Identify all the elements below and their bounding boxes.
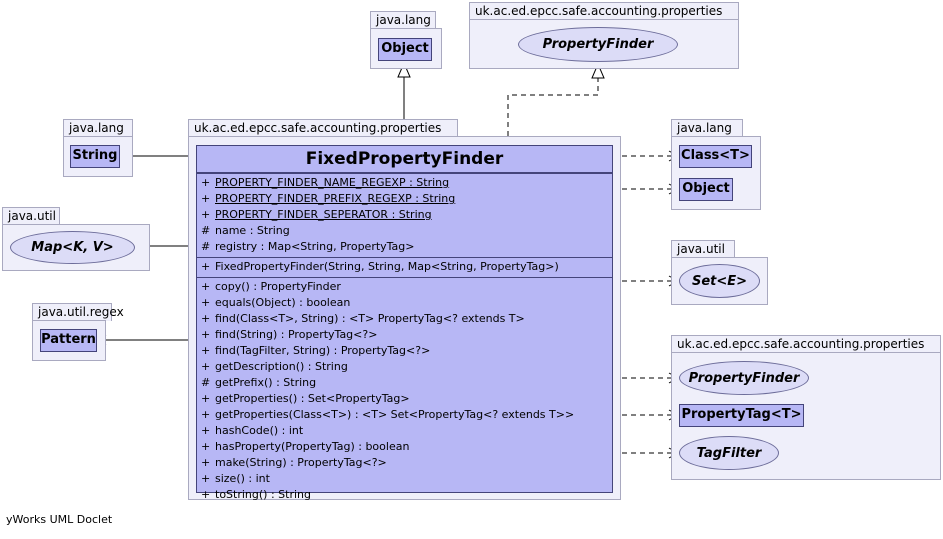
- package-java-lang-left-tab: java.lang: [63, 119, 133, 137]
- visibility-marker: +: [201, 260, 211, 273]
- method-row-signature: copy() : PropertyFinder: [215, 280, 341, 293]
- method-row-signature: getProperties() : Set<PropertyTag>: [215, 392, 410, 405]
- method-row-signature: hashCode() : int: [215, 424, 304, 437]
- visibility-marker: +: [201, 312, 211, 325]
- method-row-signature: make(String) : PropertyTag<?>: [215, 456, 387, 469]
- class-pattern[interactable]: Pattern: [40, 329, 97, 352]
- implements-arrowhead: [591, 62, 605, 79]
- visibility-marker: +: [201, 408, 211, 421]
- class-object-top[interactable]: Object: [378, 38, 432, 61]
- constructors-section: + FixedPropertyFinder(String, String, Map…: [197, 258, 612, 278]
- visibility-marker: +: [201, 488, 211, 501]
- method-row[interactable]: + copy() : PropertyFinder: [197, 279, 612, 295]
- method-row-signature: size() : int: [215, 472, 270, 485]
- field-row[interactable]: # name : String: [197, 223, 612, 239]
- package-properties-main-tab: uk.ac.ed.epcc.safe.accounting.properties: [188, 119, 458, 137]
- method-row[interactable]: # getPrefix() : String: [197, 375, 612, 391]
- visibility-marker: +: [201, 360, 211, 373]
- visibility-marker: #: [201, 240, 211, 253]
- method-row-signature: hasProperty(PropertyTag) : boolean: [215, 440, 410, 453]
- extends-arrowhead: [397, 61, 411, 78]
- class-string[interactable]: String: [70, 145, 120, 168]
- field-row[interactable]: + PROPERTY_FINDER_NAME_REGEXP : String: [197, 175, 612, 191]
- visibility-marker: +: [201, 208, 211, 221]
- package-java-lang-top-tab: java.lang: [370, 11, 436, 29]
- method-row-signature: toString() : String: [215, 488, 311, 501]
- field-row[interactable]: + PROPERTY_FINDER_PREFIX_REGEXP : String: [197, 191, 612, 207]
- visibility-marker: #: [201, 376, 211, 389]
- interface-propertyfinder-bottom[interactable]: PropertyFinder: [679, 361, 809, 395]
- interface-tagfilter[interactable]: TagFilter: [679, 436, 779, 470]
- visibility-marker: +: [201, 280, 211, 293]
- visibility-marker: +: [201, 392, 211, 405]
- constructor-row[interactable]: + FixedPropertyFinder(String, String, Map…: [197, 259, 612, 275]
- visibility-marker: +: [201, 176, 211, 189]
- method-row-signature: find(Class<T>, String) : <T> PropertyTag…: [215, 312, 525, 325]
- method-row[interactable]: + find(Class<T>, String) : <T> PropertyTa…: [197, 311, 612, 327]
- visibility-marker: #: [201, 224, 211, 237]
- field-row[interactable]: + PROPERTY_FINDER_SEPERATOR : String: [197, 207, 612, 223]
- interface-propertyfinder-top[interactable]: PropertyFinder: [518, 27, 678, 62]
- package-properties-bottom-tab: uk.ac.ed.epcc.safe.accounting.properties: [671, 335, 941, 353]
- fields-section: + PROPERTY_FINDER_NAME_REGEXP : String + PR…: [197, 174, 612, 258]
- method-row[interactable]: + hasProperty(PropertyTag) : boolean: [197, 439, 612, 455]
- constructor-row-signature: FixedPropertyFinder(String, String, Map<…: [215, 260, 559, 273]
- method-row[interactable]: + toString() : String: [197, 487, 612, 503]
- method-row-signature: find(String) : PropertyTag<?>: [215, 328, 378, 341]
- visibility-marker: +: [201, 424, 211, 437]
- field-row-signature: PROPERTY_FINDER_PREFIX_REGEXP : String: [215, 192, 456, 205]
- method-row-signature: getDescription() : String: [215, 360, 348, 373]
- method-row[interactable]: + equals(Object) : boolean: [197, 295, 612, 311]
- class-fixedpropertyfinder[interactable]: FixedPropertyFinder + PROPERTY_FINDER_NAM…: [196, 145, 613, 501]
- method-row[interactable]: + hashCode() : int: [197, 423, 612, 439]
- method-row[interactable]: + getProperties(Class<T>) : <T> Set<Prope…: [197, 407, 612, 423]
- method-row-signature: equals(Object) : boolean: [215, 296, 351, 309]
- class-propertytag[interactable]: PropertyTag<T>: [679, 404, 804, 427]
- field-row-signature: PROPERTY_FINDER_SEPERATOR : String: [215, 208, 432, 221]
- visibility-marker: +: [201, 192, 211, 205]
- visibility-marker: +: [201, 296, 211, 309]
- methods-section: + copy() : PropertyFinder + equals(Object) …: [197, 278, 612, 505]
- interface-set[interactable]: Set<E>: [679, 264, 760, 298]
- class-object-right[interactable]: Object: [679, 178, 733, 201]
- method-row-signature: getProperties(Class<T>) : <T> Set<Proper…: [215, 408, 575, 421]
- visibility-marker: +: [201, 472, 211, 485]
- package-java-util-regex-tab: java.util.regex: [32, 303, 124, 321]
- field-row-signature: name : String: [215, 224, 290, 237]
- package-java-util-right-tab: java.util: [671, 240, 735, 258]
- package-properties-top-tab: uk.ac.ed.epcc.safe.accounting.properties: [469, 2, 739, 20]
- method-row[interactable]: + find(String) : PropertyTag<?>: [197, 327, 612, 343]
- visibility-marker: +: [201, 456, 211, 469]
- method-row-signature: getPrefix() : String: [215, 376, 317, 389]
- footer-credit: yWorks UML Doclet: [6, 513, 113, 526]
- method-row[interactable]: + getProperties() : Set<PropertyTag>: [197, 391, 612, 407]
- interface-map[interactable]: Map<K, V>: [10, 231, 135, 264]
- method-row[interactable]: + find(TagFilter, String) : PropertyTag<?…: [197, 343, 612, 359]
- method-row[interactable]: + size() : int: [197, 471, 612, 487]
- package-java-util-left-tab: java.util: [2, 207, 60, 225]
- method-row[interactable]: + make(String) : PropertyTag<?>: [197, 455, 612, 471]
- implements-line: [507, 78, 599, 145]
- method-row[interactable]: + getDescription() : String: [197, 359, 612, 375]
- visibility-marker: +: [201, 344, 211, 357]
- visibility-marker: +: [201, 328, 211, 341]
- field-row-signature: PROPERTY_FINDER_NAME_REGEXP : String: [215, 176, 450, 189]
- package-java-lang-right-tab: java.lang: [671, 119, 743, 137]
- method-row-signature: find(TagFilter, String) : PropertyTag<?>: [215, 344, 431, 357]
- class-name: FixedPropertyFinder: [197, 146, 612, 174]
- visibility-marker: +: [201, 440, 211, 453]
- field-row-signature: registry : Map<String, PropertyTag>: [215, 240, 415, 253]
- field-row[interactable]: # registry : Map<String, PropertyTag>: [197, 239, 612, 255]
- class-class-t[interactable]: Class<T>: [679, 145, 752, 168]
